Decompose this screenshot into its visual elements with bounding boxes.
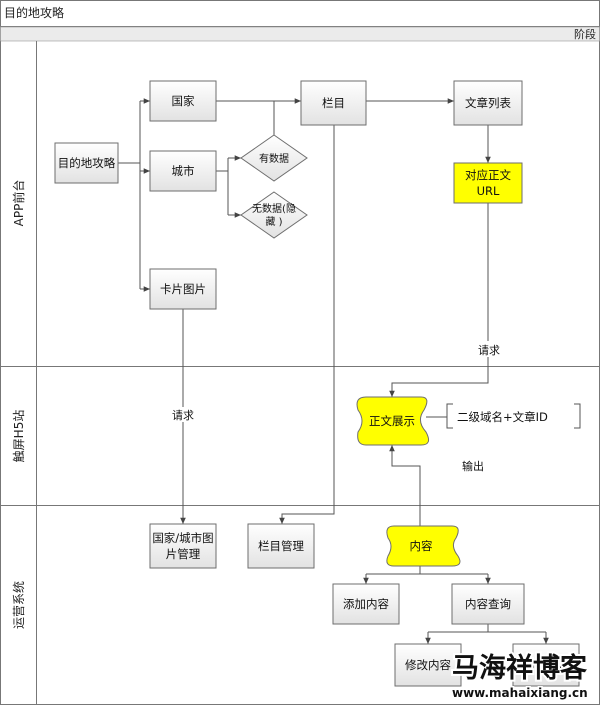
svg-text:www.mahaixiang.cn: www.mahaixiang.cn bbox=[452, 686, 588, 700]
node-edit-content-label: 修改内容 bbox=[405, 658, 451, 672]
decision-has-data bbox=[240, 134, 308, 182]
node-delete-content bbox=[512, 643, 580, 687]
decision-has-data-label: 有数据 bbox=[259, 152, 289, 165]
edge-label-request-h5: 请求 bbox=[478, 344, 500, 357]
node-content-query bbox=[451, 583, 525, 625]
lane-label-ops: 运营系统 bbox=[12, 581, 26, 629]
node-country-city-image-mgmt-label-1: 国家/城市图 bbox=[152, 531, 213, 545]
node-country-label: 国家 bbox=[172, 94, 195, 108]
node-city-label: 城市 bbox=[172, 164, 195, 178]
node-article-list bbox=[453, 80, 523, 126]
node-country-city-image-mgmt bbox=[149, 523, 217, 569]
node-delete-content-label: 删除内容 bbox=[523, 658, 569, 672]
node-column-label: 栏目 bbox=[322, 96, 345, 110]
node-content-label: 内容 bbox=[410, 539, 433, 553]
node-destination-guide-label: 目的地攻略 bbox=[58, 156, 116, 170]
annotation-domain-article-id: 二级域名+文章ID bbox=[457, 410, 548, 424]
node-card-image bbox=[149, 268, 217, 310]
node-country-city-image-mgmt-label-2: 片管理 bbox=[166, 547, 201, 561]
node-add-content bbox=[332, 583, 400, 625]
node-content-query-label: 内容查询 bbox=[465, 597, 511, 611]
node-article-display bbox=[356, 396, 430, 446]
node-content bbox=[386, 525, 461, 567]
connectors bbox=[118, 98, 581, 644]
node-destination-guide bbox=[54, 142, 119, 184]
node-column bbox=[300, 80, 367, 126]
decision-no-data-label-2: 藏 ) bbox=[265, 216, 282, 228]
node-card-image-label: 卡片图片 bbox=[160, 282, 206, 296]
lane-label-app: APP前台 bbox=[11, 180, 26, 227]
node-column-mgmt bbox=[247, 523, 315, 569]
lane-label-h5: 触屏H5站 bbox=[12, 410, 26, 463]
node-country bbox=[149, 80, 217, 122]
edge-label-request-ops: 请求 bbox=[172, 409, 194, 422]
diagram-title: 目的地攻略 bbox=[4, 5, 64, 20]
watermark: 马海祥博客 马海祥博客 www.mahaixiang.cn www.mahaix… bbox=[450, 650, 590, 702]
decision-no-data bbox=[240, 191, 308, 239]
edge-label-output: 输出 bbox=[462, 459, 484, 473]
decision-no-data-label-1: 无数据(隐 bbox=[252, 202, 296, 215]
watermark-url: www.mahaixiang.cn bbox=[452, 686, 588, 700]
node-article-url-label-1: 对应正文 bbox=[465, 168, 511, 182]
node-column-mgmt-label: 栏目管理 bbox=[258, 539, 304, 553]
node-edit-content bbox=[394, 643, 462, 687]
svg-text:马海祥博客: 马海祥博客 bbox=[452, 652, 588, 684]
node-article-display-label: 正文展示 bbox=[369, 414, 415, 428]
node-article-url bbox=[453, 162, 523, 204]
node-article-url-label-2: URL bbox=[477, 184, 500, 198]
node-article-list-label: 文章列表 bbox=[465, 96, 511, 110]
node-city bbox=[149, 150, 217, 192]
node-add-content-label: 添加内容 bbox=[343, 597, 389, 611]
watermark-text: 马海祥博客 bbox=[452, 652, 588, 684]
stage-label: 阶段 bbox=[574, 27, 596, 41]
